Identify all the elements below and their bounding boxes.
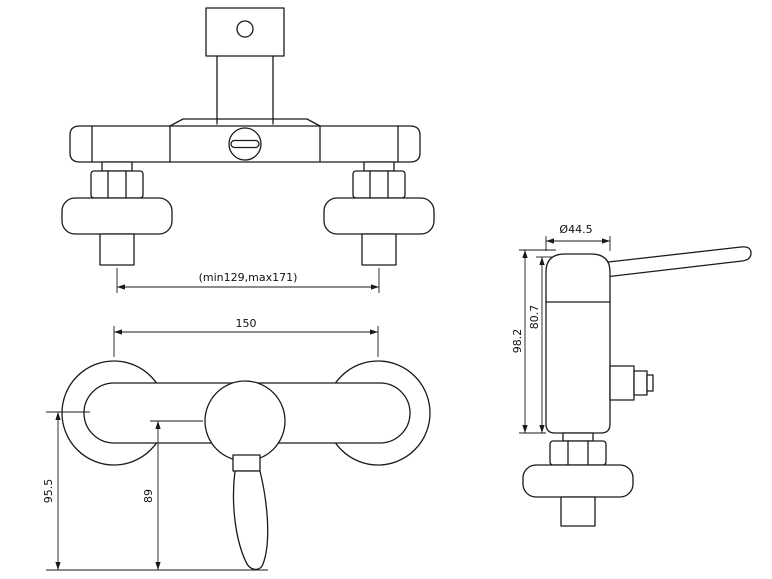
side-view: Ø44.5 98.2 80.7 [511, 223, 752, 527]
dim-h807-label: 80.7 [528, 305, 541, 330]
outlet-step-1 [609, 365, 635, 401]
right-wall-connector [361, 233, 397, 266]
left-eccentric-flange [61, 197, 173, 235]
dim-h982-label: 98.2 [511, 329, 524, 354]
left-supply-neck [101, 161, 133, 172]
body-center-ridge [169, 118, 321, 127]
right-supply-neck [363, 161, 395, 172]
left-wall-connector [99, 233, 135, 266]
dim-span-label: (min129,max171) [199, 271, 298, 284]
top-view: (min129,max171) [61, 7, 435, 293]
dim-width-label: 150 [236, 317, 257, 330]
side-eccentric-flange [522, 464, 634, 498]
side-wall-connector [560, 496, 596, 527]
front-view: 150 95.5 89 [42, 317, 431, 571]
center-screw-slot [230, 139, 260, 149]
dim-h955-label: 95.5 [42, 479, 55, 504]
side-hex-nut [549, 440, 607, 466]
side-supply-neck [562, 432, 594, 442]
dim-h89-label: 89 [142, 489, 155, 503]
bracket-screw-hole [236, 20, 254, 38]
right-eccentric-flange [323, 197, 435, 235]
dim-dia-label: Ø44.5 [559, 223, 592, 236]
handle-lever-front [232, 470, 269, 571]
handle-stem [232, 454, 261, 472]
handle-lever-side [581, 246, 752, 280]
right-hex-nut [352, 170, 406, 199]
outlet-step-2 [633, 370, 648, 396]
left-hex-nut [90, 170, 144, 199]
cartridge-cap [204, 380, 286, 462]
mixer-body-side [545, 253, 611, 434]
outlet-step-3 [646, 374, 654, 392]
